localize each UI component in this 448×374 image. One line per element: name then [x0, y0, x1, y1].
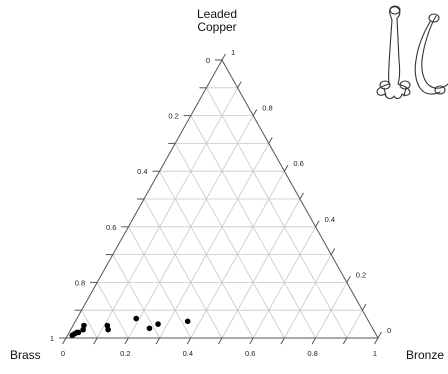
left-tick-label: 0.6 [106, 223, 116, 232]
data-point [104, 322, 111, 329]
bottom-tick-label: 0.6 [245, 349, 255, 358]
tick-mark [252, 109, 258, 116]
right-tick-label: 1 [231, 48, 235, 57]
left-vertex-label: Brass [10, 348, 41, 362]
grid-lines [81, 87, 363, 339]
bottom-tick-label: 0.8 [307, 349, 317, 358]
tick-mark [330, 248, 336, 255]
top-label-line1: Leaded [196, 7, 238, 21]
tick-mark [93, 337, 98, 345]
tick-mark [342, 337, 348, 345]
tick-mark [346, 276, 351, 283]
tick-mark [218, 337, 223, 345]
data-point [133, 315, 139, 322]
left-tick-label: 0.4 [137, 167, 147, 176]
grid-line [315, 282, 348, 339]
tick-labels: 0 0.2 0.4 0.6 0.8 1 1 0.8 0.6 0.4 0.2 0 0 0.2 0.4 0.6 0.… [50, 48, 391, 358]
bottom-tick-label: 0.4 [183, 349, 193, 358]
data-point [81, 322, 87, 329]
left-tick-label: 1 [50, 334, 54, 343]
tick-mark [299, 192, 304, 200]
grid-line [221, 198, 301, 339]
data-point [105, 326, 111, 333]
tick-mark [374, 337, 379, 345]
left-tick-label: 0.8 [75, 278, 85, 287]
bronze-tool-outline-icon [376, 5, 448, 99]
data-point [184, 318, 191, 325]
data-point [146, 325, 153, 332]
grid-line [252, 226, 316, 339]
data-point [75, 329, 82, 336]
tick-mark [283, 164, 289, 172]
grid-line [206, 87, 348, 339]
tick-mark [315, 220, 320, 228]
top-vertex-label: Leaded Copper [184, 7, 250, 35]
right-tick-label: 0.2 [356, 270, 366, 279]
tick-marks [59, 53, 382, 345]
grid-line [81, 310, 98, 339]
data-point [80, 326, 86, 333]
bottom-tick-label: 1 [373, 349, 377, 358]
data-point [155, 321, 161, 327]
grid-line [96, 282, 129, 339]
right-tick-label: 0.8 [262, 104, 272, 113]
top-label-line2: Copper [197, 20, 237, 35]
right-tick-label: 0.6 [293, 159, 303, 168]
tick-mark [124, 337, 129, 345]
grid-line [96, 87, 238, 339]
tick-mark [377, 331, 382, 339]
right-tick-label: 0.4 [325, 215, 335, 224]
tick-mark [311, 337, 317, 345]
grid-line [159, 143, 270, 339]
tick-mark [249, 337, 254, 345]
tick-mark [237, 81, 242, 89]
right-tick-label: 0 [387, 326, 391, 335]
tick-mark [280, 337, 285, 345]
left-tick-label: 0.2 [168, 112, 178, 121]
grid-line [346, 310, 363, 339]
right-vertex-label: Bronze [406, 348, 445, 362]
bottom-tick-label: 0.2 [120, 349, 130, 358]
grid-line [112, 254, 160, 339]
tick-mark [186, 337, 192, 345]
tick-mark [361, 303, 367, 311]
data-points [69, 315, 191, 339]
tick-mark [155, 337, 161, 345]
bottom-tick-label: 0 [61, 349, 65, 358]
grid-line [143, 198, 223, 339]
tick-mark [268, 137, 273, 144]
left-tick-label: 0 [206, 56, 210, 65]
grid-line [128, 226, 192, 339]
grid-line [284, 254, 332, 339]
grid-line [174, 143, 285, 339]
tick-mark [62, 337, 67, 345]
tick-mark [221, 53, 226, 61]
